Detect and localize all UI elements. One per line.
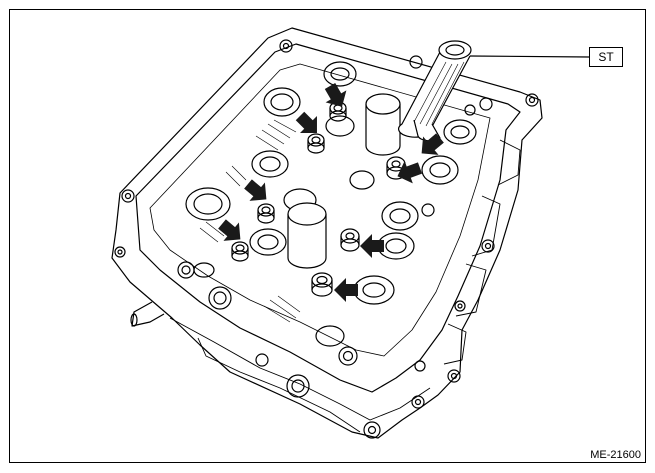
casting-hatching [199,119,301,323]
arrow-8 [334,278,358,302]
arrow-5 [240,174,275,209]
valve-stem-seals [231,101,406,297]
arrow-4 [393,156,425,188]
arrow-7 [360,234,384,258]
arrow-2 [291,107,326,142]
valve-bores [185,55,493,347]
figure-frame [9,9,646,463]
arrow-6 [214,214,249,249]
arrow-1 [319,80,353,113]
figure-id: ME-21600 [590,449,641,461]
st-leader-line [469,55,590,58]
lifter-buckets [287,93,401,269]
arrow-3 [413,128,448,163]
st-callout-label: ST [589,47,623,67]
